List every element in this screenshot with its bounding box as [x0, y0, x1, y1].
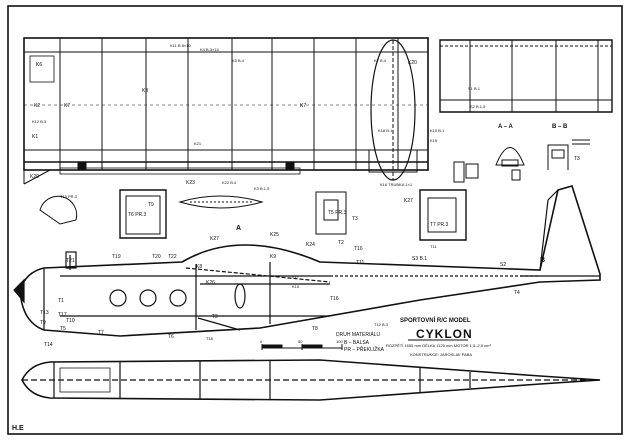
fuselage-top-view — [21, 359, 601, 401]
tail-labels: K7 B.4 K20 K18 B.1 K10 B.1 K19 K16 TRUBK… — [374, 58, 580, 204]
fuselage-label: T5 — [60, 326, 66, 332]
scale-bar — [261, 344, 343, 350]
section-a-label: A – A — [498, 124, 514, 130]
model-name: CYKLON — [416, 327, 473, 341]
tail-label: T3 — [574, 156, 580, 162]
sheet-border — [7, 5, 623, 435]
part-label: T9 — [148, 202, 154, 208]
tail-label: K18 B.1 — [378, 128, 393, 133]
wing-labels: K11 B.5×10 K4 B.3×10 K5 B.4 K6 K3 K2 K12… — [30, 43, 306, 199]
scale-tick: 100 — [336, 339, 343, 344]
tailplane-drawing — [439, 39, 613, 113]
section-details — [453, 139, 590, 183]
wing-label: T15 PR.3 — [60, 194, 78, 199]
fuselage-label: T20 — [152, 254, 161, 260]
part-label: T3 — [352, 216, 358, 222]
tail-label: K27 — [404, 198, 413, 204]
fuselage-label: T16 — [330, 296, 339, 302]
tail-label: K7 B.4 — [374, 58, 387, 63]
part-label: T16 — [354, 246, 363, 252]
wing-label: K12 B.3 — [32, 119, 47, 124]
model-dimensions: ROZPĚTÍ 1655 mm DÉLKA 1125 mm MOTOR 1,5–… — [386, 343, 491, 348]
fuselage-label: T22 — [168, 254, 177, 260]
fuselage-label: T1 — [58, 298, 64, 304]
fuselage-label: T9 — [40, 320, 46, 326]
title-block: DRUH MATERIÁLU B – BALSA PR – PŘEKLIŽKA … — [336, 316, 491, 357]
wing-label: K7 — [64, 103, 70, 109]
tail-label: S1 B.1 — [468, 86, 481, 91]
fuselage-label: T7 — [98, 330, 104, 336]
fuselage-label: K17 — [292, 274, 300, 279]
model-category: SPORTOVNÍ R/C MODEL — [400, 316, 471, 324]
fuselage-side-view — [13, 185, 601, 337]
tail-label: K16 TRUBKA 1×1 — [380, 182, 413, 187]
wing-label: K1 — [32, 134, 38, 140]
wing-label: K4 B.3×10 — [200, 47, 220, 52]
tail-label: K19 — [430, 138, 438, 143]
fuselage-label: T2 — [212, 314, 218, 320]
part-details — [39, 189, 467, 241]
section-mark: B — [540, 257, 545, 264]
wing-panel — [23, 37, 429, 185]
wing-label: K6 — [36, 62, 42, 68]
model-designer: KONSTRUKCE: JAROSLAV PABA — [410, 352, 472, 357]
wing-label: K5 B.4 — [232, 58, 245, 63]
part-label: T7 PR.3 — [430, 222, 449, 228]
fuselage-label: K15 — [292, 284, 300, 289]
fuselage-label: S3 B.1 — [412, 256, 427, 262]
fuselage-label: K24 — [306, 242, 315, 248]
tail-label: S2 B.1,5 — [470, 104, 486, 109]
fuselage-label: T8 — [312, 326, 318, 332]
fuselage-label: T6 — [168, 334, 174, 340]
legend-item: PR – PŘEKLIŽKA — [344, 345, 385, 353]
part-label: T2 — [338, 240, 344, 246]
wing-label: K22 B.4 — [222, 180, 237, 185]
fuselage-label: T13 — [40, 310, 49, 316]
legend-item: B – BALSA — [344, 340, 370, 346]
wing-label: K7 — [300, 103, 306, 109]
fuselage-label: T11 — [430, 244, 437, 249]
fuselage-label: T21 — [66, 258, 75, 264]
wing-label: K3 — [142, 88, 148, 94]
fuselage-label: S2 — [500, 262, 506, 268]
wing-label: K21 — [194, 141, 202, 146]
fuselage-label: K25 — [270, 232, 279, 238]
fuselage-label: K26 — [206, 280, 215, 286]
legend-title: DRUH MATERIÁLU — [336, 331, 380, 338]
fuselage-label: T14 — [44, 342, 53, 348]
fuselage-label: T18 — [206, 336, 214, 341]
part-labels: T6 PR.3 T3 T2 T16 T5 PR.3 T7 PR.3 T9 — [128, 202, 449, 252]
section-b-label: B – B — [552, 124, 568, 130]
fuselage-label: K27 — [210, 236, 219, 242]
part-label: T5 PR.3 — [328, 210, 347, 216]
fuselage-label: K9 — [270, 254, 276, 260]
wing-label: K20 — [30, 174, 39, 180]
fuselage-label: T11 — [356, 260, 364, 266]
scale-tick: 50 — [298, 339, 303, 344]
tail-label: K20 — [408, 60, 417, 66]
fuselage-label: T10 — [66, 318, 75, 324]
fuselage-label: T12 B.3 — [374, 322, 389, 327]
wing-label: K11 B.5×10 — [170, 43, 191, 48]
fuselage-label: K8 — [196, 264, 202, 270]
section-mark: A — [236, 225, 241, 232]
scale-tick: 0 — [260, 339, 263, 344]
tail-label: K10 B.1 — [430, 128, 445, 133]
part-label: T6 PR.3 — [128, 212, 147, 218]
fuselage-label: T19 — [112, 254, 121, 260]
wing-label: K3 B.1,5 — [254, 186, 270, 191]
wing-label: K23 — [186, 180, 195, 186]
corner-mark: H.E — [12, 425, 24, 432]
fuselage-label: T4 — [514, 290, 520, 296]
fuselage-labels: T21 T19 T20 T22 K27 K25 K8 K26 K9 K24 K1… — [40, 225, 545, 348]
wing-label: K2 — [34, 103, 40, 109]
fuselage-label: T17 — [58, 312, 67, 318]
